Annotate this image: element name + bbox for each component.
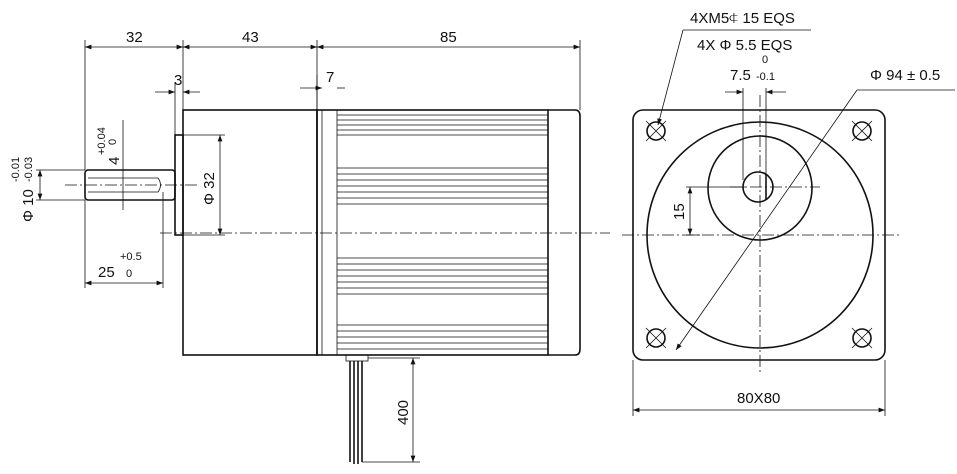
dim-body-length: 85 xyxy=(440,29,457,46)
dim-pilot-dia: Φ 32 xyxy=(201,172,218,205)
dim-key-width: 4 xyxy=(106,157,123,165)
housing-fins xyxy=(321,110,548,355)
side-view: 32 43 85 3 7 4 +0.04 0 Φ 10 -0.01 -0.03 … xyxy=(10,29,610,464)
end-cap xyxy=(548,109,581,356)
dim-flat-height: 15 xyxy=(671,203,688,220)
key-tol-upper: +0.04 xyxy=(96,127,108,155)
key-length-tol-upper: +0.5 xyxy=(120,251,142,263)
dim-square: 80X80 xyxy=(737,390,780,407)
motor-housing xyxy=(316,109,549,356)
mounting-holes xyxy=(645,120,873,349)
dim-cable-length: 400 xyxy=(395,400,412,425)
hole-note: 4X Φ 5.5 EQS xyxy=(697,37,792,54)
front-body xyxy=(182,109,318,356)
thread-note: 4XM5⍧ 15 EQS xyxy=(690,10,795,27)
dim-shaft-dia: Φ 10 xyxy=(20,189,37,222)
shaft-tol-lower: -0.03 xyxy=(23,157,35,182)
front-view: 4XM5⍧ 15 EQS 4X Φ 5.5 EQS 0 7.5 -0.1 Φ 9… xyxy=(622,10,955,416)
dim-pilot: 3 xyxy=(174,72,182,89)
dim-key-length: 25 xyxy=(98,264,115,281)
flat-dim: 7.5 xyxy=(730,67,751,84)
dim-shaft-length: 32 xyxy=(126,29,143,46)
pcd-note: Φ 94 ± 0.5 xyxy=(870,67,940,84)
dim-front-length: 43 xyxy=(242,29,259,46)
flat-tol-lower: -0.1 xyxy=(756,71,775,83)
cable xyxy=(345,354,369,464)
key-length-tol-lower: 0 xyxy=(126,268,132,280)
flat-tol-upper: 0 xyxy=(762,54,768,66)
dim-flange: 7 xyxy=(326,69,334,86)
key-tol-lower: 0 xyxy=(107,139,119,145)
shaft-tol-upper: -0.01 xyxy=(10,157,22,182)
